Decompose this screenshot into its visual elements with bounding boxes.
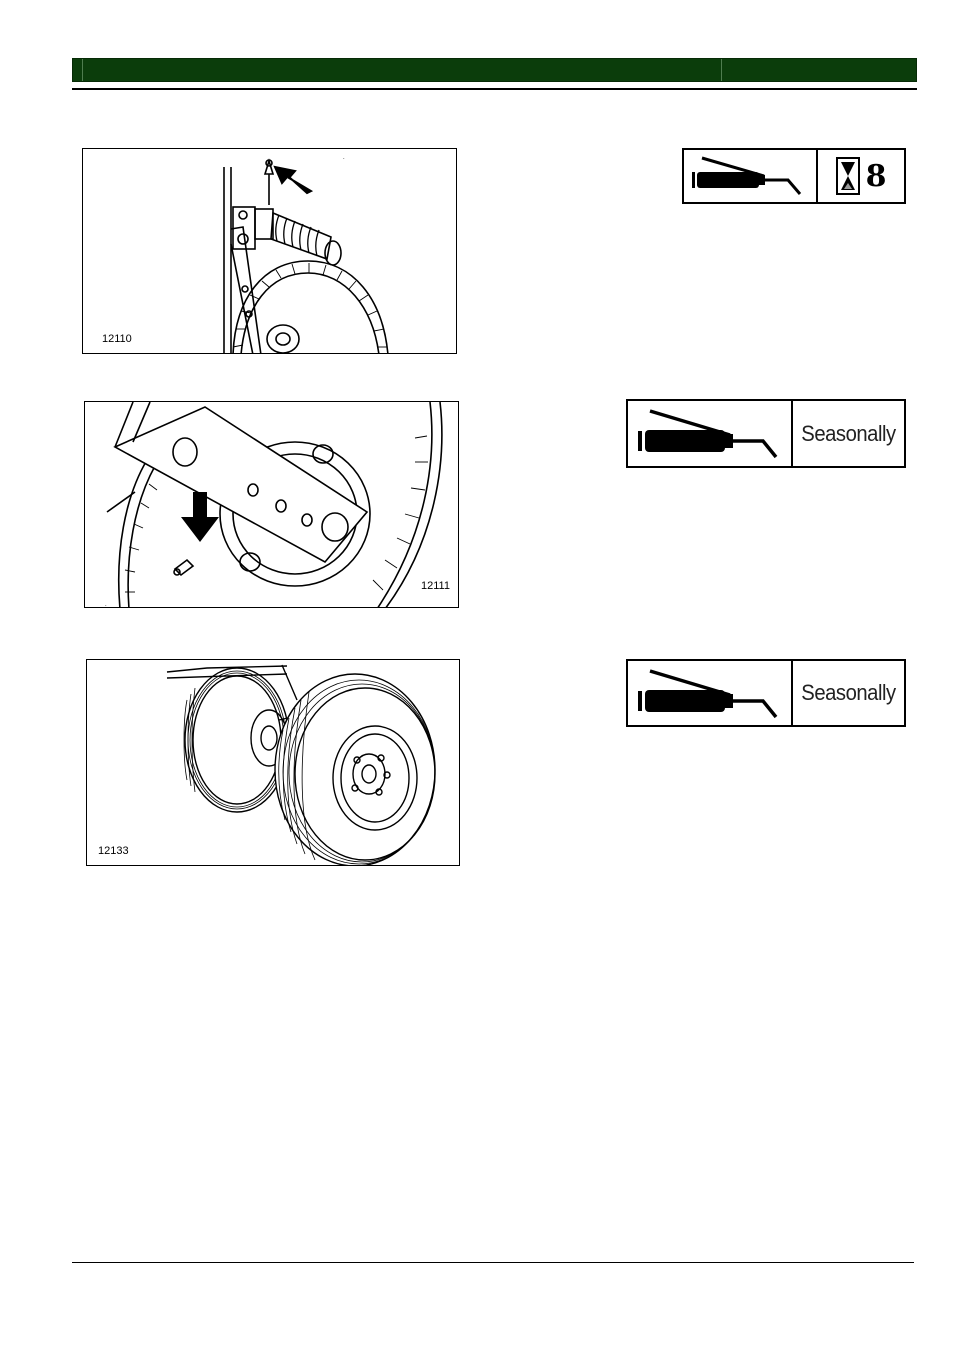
interval-hours: 8 bbox=[866, 159, 887, 194]
grease-gun-icon bbox=[628, 401, 788, 466]
figure-code: 12133 bbox=[98, 845, 129, 857]
figure-code: 12110 bbox=[102, 333, 132, 345]
illustration-wheel-hubs: 12133 bbox=[86, 659, 460, 866]
lubrication-interval-badge: Seasonally bbox=[626, 659, 906, 727]
header-rule bbox=[72, 88, 917, 90]
interval-label: Seasonally bbox=[797, 401, 899, 466]
svg-text:.: . bbox=[343, 155, 345, 161]
grease-gun-icon bbox=[628, 661, 788, 725]
lubrication-interval-badge: 8 bbox=[682, 148, 906, 204]
figure-code: 12111 bbox=[421, 580, 450, 592]
svg-text:.: . bbox=[105, 602, 107, 608]
illustration-arm-grease-point: . 12110 bbox=[82, 148, 457, 354]
interval-cell: 8 bbox=[818, 150, 904, 202]
header-band bbox=[72, 58, 917, 82]
hub-grease-point-drawing: . bbox=[85, 402, 459, 608]
wheel-hubs-drawing bbox=[87, 660, 460, 866]
interval-label: Seasonally bbox=[797, 661, 899, 725]
grease-gun-cell bbox=[628, 401, 793, 466]
illustration-hub-grease-point: . 12111 bbox=[84, 401, 459, 608]
footer-rule bbox=[72, 1262, 914, 1263]
lubrication-interval-badge: Seasonally bbox=[626, 399, 906, 468]
grease-gun-cell bbox=[684, 150, 818, 202]
arm-grease-point-drawing: . bbox=[83, 149, 457, 354]
hourglass-icon bbox=[836, 157, 860, 195]
grease-gun-cell bbox=[628, 661, 793, 725]
header-divider bbox=[721, 59, 722, 81]
grease-gun-icon bbox=[684, 150, 814, 202]
header-divider bbox=[82, 59, 83, 81]
